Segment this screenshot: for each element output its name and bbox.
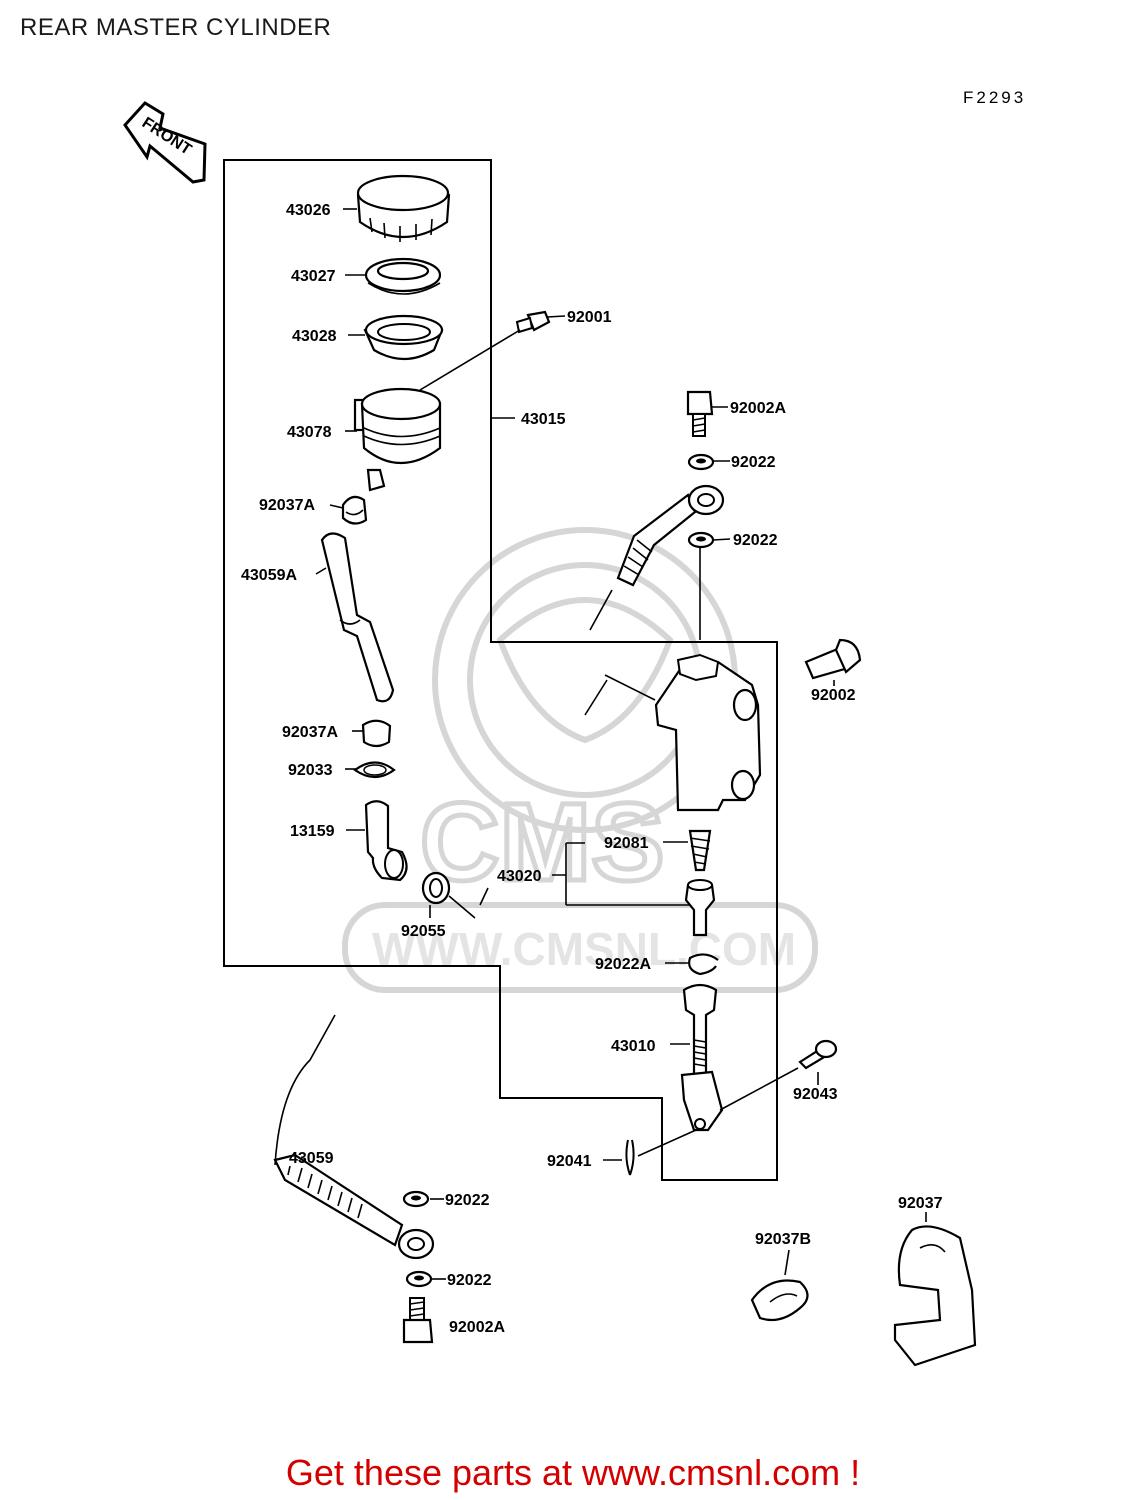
- label-43020: 43020: [497, 868, 542, 885]
- label-92001: 92001: [567, 309, 612, 326]
- washer-92022-a-icon: [687, 453, 715, 471]
- part-labels: 43026 43027 43028 92001 43078 43015 9200…: [241, 202, 943, 1336]
- label-92022-b: 92022: [733, 532, 778, 549]
- bolt-92002A-upper-icon: [686, 390, 714, 437]
- label-43059A: 43059A: [241, 567, 297, 584]
- washer-92022-c-icon: [402, 1190, 430, 1208]
- clamp-92037A-upper-icon: [341, 495, 368, 525]
- label-43059: 43059: [289, 1150, 334, 1167]
- page-title: REAR MASTER CYLINDER: [20, 14, 332, 41]
- label-92002A-upper: 92002A: [730, 400, 786, 417]
- label-92043: 92043: [793, 1086, 838, 1103]
- front-arrow-icon: FRONT: [123, 101, 207, 184]
- label-43015: 43015: [521, 411, 566, 428]
- hose-43059-icon: [273, 1014, 435, 1260]
- label-43078: 43078: [287, 424, 332, 441]
- fitting-13159-icon: [364, 800, 408, 882]
- screw-92001-icon: [515, 310, 551, 334]
- label-92002: 92002: [811, 687, 856, 704]
- label-13159: 13159: [290, 823, 335, 840]
- label-92037A-lower: 92037A: [282, 724, 338, 741]
- label-43026: 43026: [286, 202, 331, 219]
- washer-92022-d-icon: [405, 1270, 433, 1288]
- label-92037A-upper: 92037A: [259, 497, 315, 514]
- clip-92037B-icon: [750, 1279, 809, 1322]
- label-92055: 92055: [401, 923, 446, 940]
- label-92081: 92081: [604, 835, 649, 852]
- label-92022-a: 92022: [731, 454, 776, 471]
- label-43027: 43027: [291, 268, 336, 285]
- bolt-92002A-lower-icon: [402, 1297, 434, 1344]
- label-92033: 92033: [288, 762, 333, 779]
- label-43028: 43028: [292, 328, 337, 345]
- label-43010: 43010: [611, 1038, 656, 1055]
- banjo-fitting-icon: [616, 484, 725, 587]
- spring-92081-icon: [688, 829, 712, 872]
- clamp-92037-icon: [893, 1225, 977, 1367]
- figure-code: F2293: [963, 88, 1027, 107]
- plate-43027-icon: [364, 257, 442, 295]
- label-92002A-lower: 92002A: [449, 1319, 505, 1336]
- label-92022A: 92022A: [595, 956, 651, 973]
- clamp-92037A-lower-icon: [361, 719, 392, 748]
- label-92022-c: 92022: [445, 1192, 490, 1209]
- cotter-pin-92041-icon: [625, 1139, 635, 1176]
- label-92041: 92041: [547, 1153, 592, 1170]
- oring-92055-icon: [421, 871, 451, 905]
- watermark-brand: CMS: [420, 781, 664, 904]
- piston-icon: [684, 879, 716, 937]
- master-cylinder-body-icon: [654, 653, 762, 812]
- pin-92043-icon: [798, 1039, 838, 1070]
- pushrod-43010-icon: [680, 983, 724, 1132]
- washer-92022-b-icon: [687, 531, 715, 549]
- hose-43059A-icon: [320, 532, 395, 703]
- circlip-92033-icon: [353, 761, 396, 779]
- label-92037: 92037: [898, 1195, 943, 1212]
- diaphragm-43028-icon: [363, 314, 444, 360]
- leader-lines: [287, 208, 927, 1280]
- promo-link[interactable]: Get these parts at www.cmsnl.com !: [285, 1452, 861, 1493]
- label-92037B: 92037B: [755, 1231, 811, 1248]
- assembly-frame: [223, 159, 778, 1181]
- cap-43026-icon: [356, 174, 451, 242]
- bolt-92002-icon: [804, 638, 862, 680]
- circlip-92022A-icon: [688, 953, 719, 976]
- label-92022-d: 92022: [447, 1272, 492, 1289]
- reservoir-43078-icon: [353, 387, 442, 492]
